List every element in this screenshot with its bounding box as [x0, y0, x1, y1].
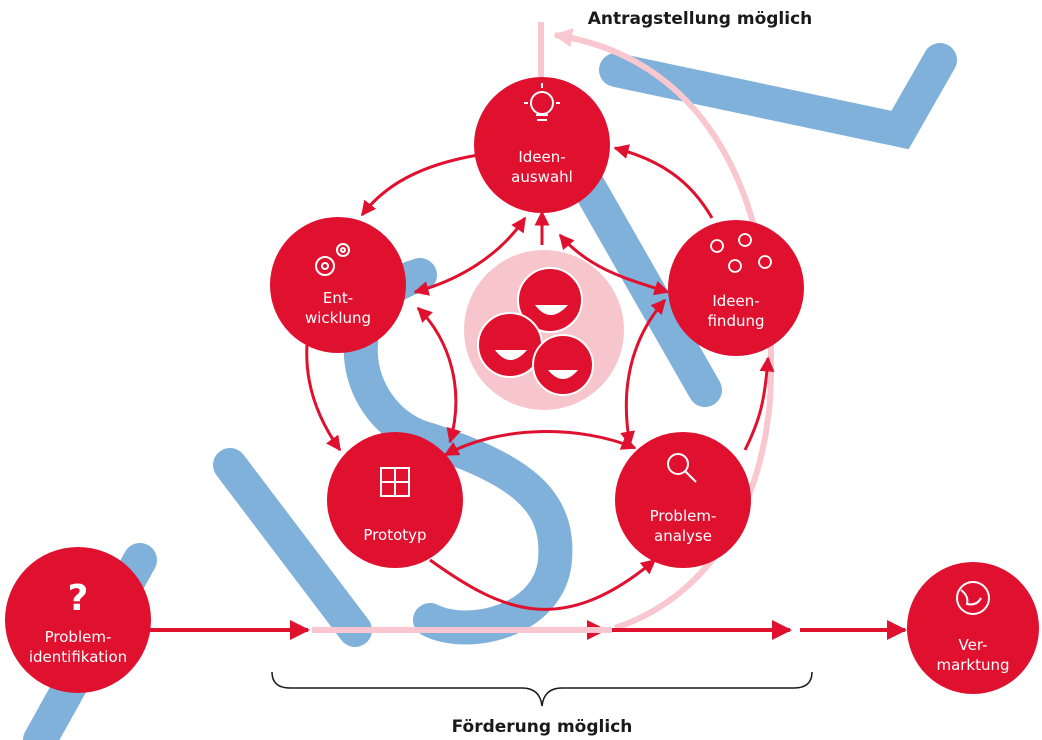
- node-ideenfindung-line1: Ideen-: [712, 292, 759, 310]
- funding-brace: [271, 671, 813, 707]
- node-problemanalyse-line1: Problem-: [650, 507, 717, 525]
- cycle-arrows: [305, 144, 775, 611]
- globe-icon: [956, 581, 990, 615]
- arrow-auswahl-to-entwicklung: [360, 153, 479, 217]
- node-problemanalyse-line2: analyse: [654, 527, 712, 545]
- node-ideenauswahl-line2: auswahl: [511, 168, 573, 186]
- node-ideenfindung: Ideen- findung: [668, 220, 804, 356]
- node-ideenfindung-line2: findung: [707, 312, 764, 330]
- caption-bottom: Förderung möglich: [452, 717, 633, 737]
- team-faces-icon: [477, 267, 594, 396]
- arrow-analyse-to-findung: [743, 356, 775, 451]
- arrow-findung-to-analyse-inner: [620, 298, 667, 447]
- node-problemidentifikation-line1: Problem-: [45, 628, 112, 646]
- lightbulbs-icon: [710, 233, 772, 273]
- question-mark-icon: ?: [68, 578, 89, 619]
- puzzle-icon: [380, 467, 410, 497]
- node-vermarktung: Ver- marktung: [907, 562, 1039, 694]
- node-problemidentifikation: ? Problem- identifikation: [5, 547, 151, 693]
- node-ideenauswahl-line1: Ideen-: [518, 148, 565, 166]
- node-ideenauswahl: Ideen- auswahl: [474, 77, 610, 213]
- team-node: [464, 250, 624, 410]
- gears-icon: [315, 243, 350, 276]
- arrow-prototyp-to-analyse-inner: [443, 430, 637, 457]
- lightbulb-icon: [524, 83, 560, 121]
- arrow-prototyp-to-analyse: [429, 558, 657, 611]
- arrow-auswahl-to-findung-inner: [558, 233, 670, 296]
- node-prototyp-line1: Prototyp: [363, 526, 426, 544]
- watermark-stroke-top-right: [599, 43, 957, 150]
- node-problemanalyse: Problem- analyse: [615, 432, 751, 568]
- watermark-stroke-lower-line: [213, 448, 372, 647]
- arrow-entwicklung-to-prototyp: [305, 344, 342, 452]
- node-entwicklung-line1: Ent-: [323, 289, 353, 307]
- arrow-entwicklung-to-auswahl-inner: [413, 216, 527, 296]
- arrow-entwicklung-to-prototyp-inner: [416, 306, 461, 444]
- node-vermarktung-line1: Ver-: [959, 636, 988, 654]
- caption-top: Antragstellung möglich: [588, 9, 813, 29]
- node-vermarktung-line2: marktung: [936, 656, 1009, 674]
- node-entwicklung-line2: wicklung: [305, 309, 371, 327]
- magnifier-icon: [667, 453, 697, 483]
- svg-text:?: ?: [68, 578, 89, 619]
- arrow-findung-to-auswahl: [613, 144, 714, 219]
- node-problemidentifikation-line2: identifikation: [29, 648, 127, 666]
- node-prototyp: Prototyp: [327, 432, 463, 568]
- node-entwicklung: Ent- wicklung: [270, 217, 406, 353]
